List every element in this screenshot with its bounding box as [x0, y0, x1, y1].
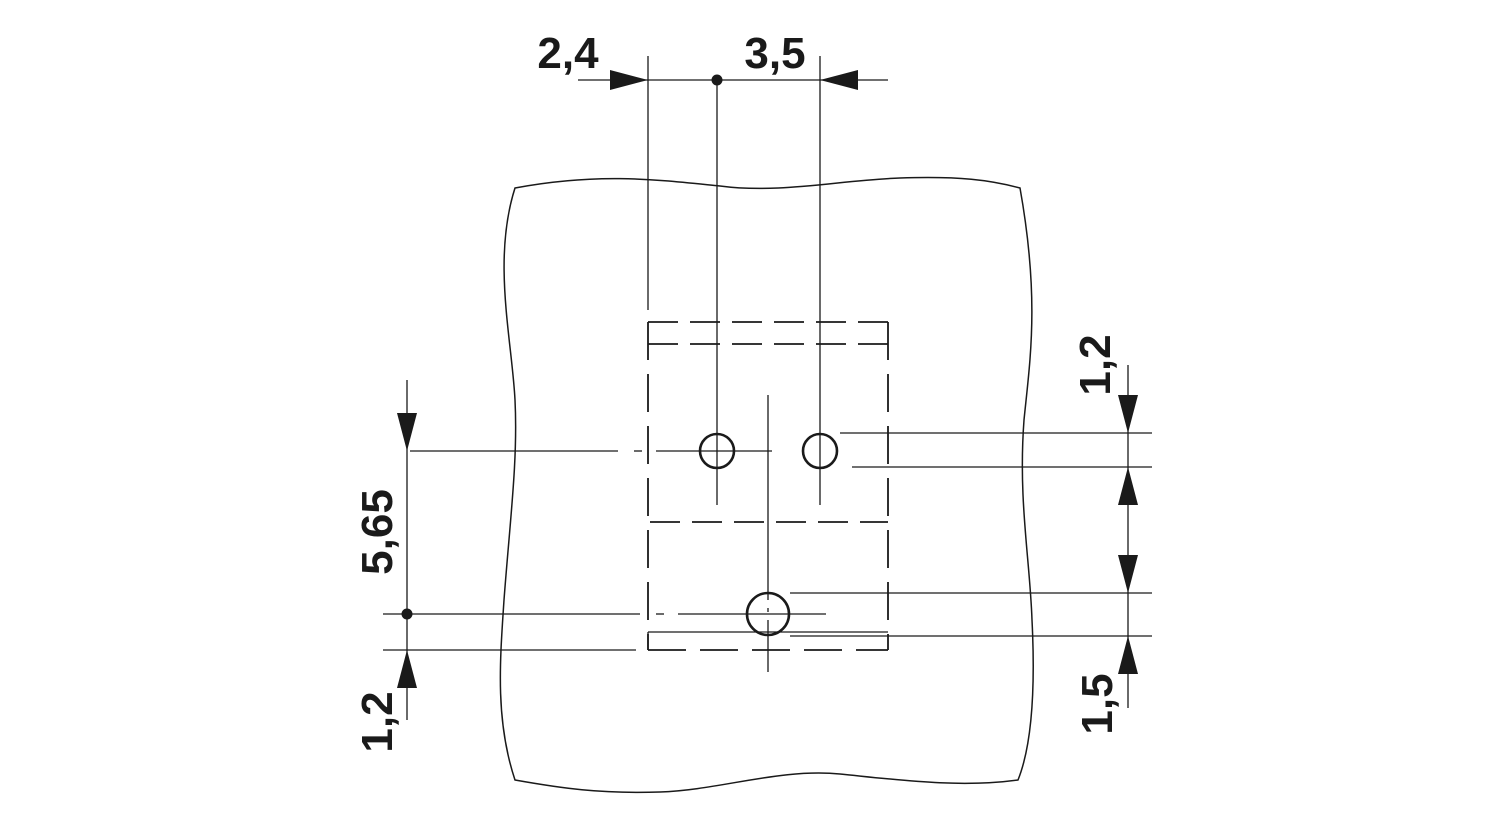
dim-label-left-bottom: 1,2 [353, 691, 402, 752]
dim-label-right-top: 1,2 [1071, 334, 1120, 395]
arrow-down-icon [397, 413, 417, 451]
arrow-up-icon [1118, 467, 1138, 505]
extension-lines-top [647, 56, 821, 672]
dim-label-top-right: 3,5 [744, 29, 805, 78]
arrow-down-icon [1118, 555, 1138, 593]
dim-label-top-left: 2,4 [537, 29, 599, 78]
dim-label-right-bottom: 1,5 [1073, 673, 1122, 734]
arrow-down-icon [1118, 395, 1138, 433]
datum-dot [401, 608, 413, 620]
dim-label-left-height: 5,65 [353, 489, 402, 575]
component-footprint [647, 321, 890, 651]
arrow-left-icon [820, 70, 858, 90]
extension-lines-left [383, 450, 826, 651]
extension-lines-right [790, 432, 1152, 637]
left-dimension-line [397, 380, 417, 720]
datum-dot [711, 74, 723, 86]
board-outline [499, 176, 1034, 794]
right-dimension-line [1118, 365, 1138, 708]
arrow-right-icon [610, 70, 648, 90]
arrow-up-icon [1118, 636, 1138, 674]
pin-hole-2 [801, 432, 839, 470]
top-dimension-line [578, 70, 888, 90]
arrow-up-icon [397, 650, 417, 688]
